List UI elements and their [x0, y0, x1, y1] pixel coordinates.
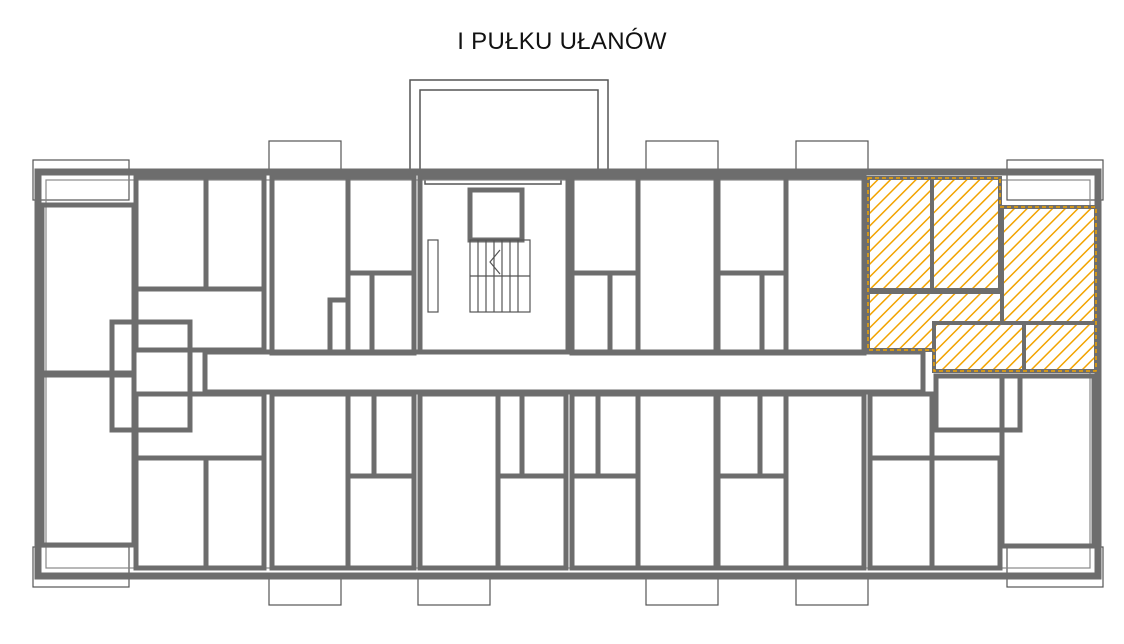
highlighted-apartment[interactable] [866, 176, 1098, 373]
room-b2-1 [269, 391, 351, 571]
lift-shaft [467, 187, 525, 243]
room-b5-2 [783, 391, 867, 571]
highlight-room-2 [930, 176, 1002, 292]
room-t2-1 [269, 174, 351, 356]
room-left-wing-lower [39, 372, 137, 548]
balcony-top-4 [795, 140, 869, 172]
room-t2-2 [345, 174, 417, 276]
room-bl-1 [133, 455, 209, 571]
stair-flights [427, 239, 531, 313]
room-b2-2 [345, 473, 417, 571]
room-right-wing-lower [999, 373, 1097, 549]
balcony-bottom-right [1006, 546, 1104, 588]
balcony-bottom-3 [645, 574, 719, 606]
room-t3-2 [635, 174, 719, 356]
room-left-wing-upper [39, 202, 137, 376]
room-b3-1 [417, 391, 501, 571]
interior-walls [39, 174, 1097, 571]
room-b4-2 [635, 391, 719, 571]
balcony-top-1 [268, 140, 342, 172]
room-t4-1 [715, 174, 789, 276]
balcony-bottom-1 [268, 574, 342, 606]
room-tl-1 [133, 174, 209, 292]
room-br-stair-niche [933, 373, 1023, 433]
room-t3-1 [569, 174, 641, 276]
stair-core [417, 174, 571, 355]
room-b4-1 [569, 473, 641, 571]
room-bl-2 [203, 455, 267, 571]
room-t4-2 [783, 174, 867, 356]
room-tl-stair-niche [109, 319, 193, 433]
balcony-bottom-left [32, 546, 130, 588]
room-tl-2 [203, 174, 267, 292]
highlight-room-1 [866, 176, 934, 292]
highlight-outline [867, 177, 1097, 372]
highlight-room-6 [1022, 321, 1098, 373]
corridor [202, 349, 926, 395]
street-name-label: I PUŁKU UŁANÓW [457, 28, 667, 55]
balcony-bottom-2 [417, 574, 491, 606]
room-br-3 [867, 391, 935, 461]
entrance-canopy [409, 79, 609, 185]
room-bl-3 [133, 391, 267, 461]
balcony-top-3 [645, 140, 719, 172]
highlight-room-3 [1000, 205, 1098, 325]
room-br-1 [867, 455, 935, 571]
room-b5-1 [715, 473, 789, 571]
room-br-2 [929, 455, 1003, 571]
highlight-room-5 [932, 321, 1026, 373]
room-b3-2 [495, 473, 569, 571]
